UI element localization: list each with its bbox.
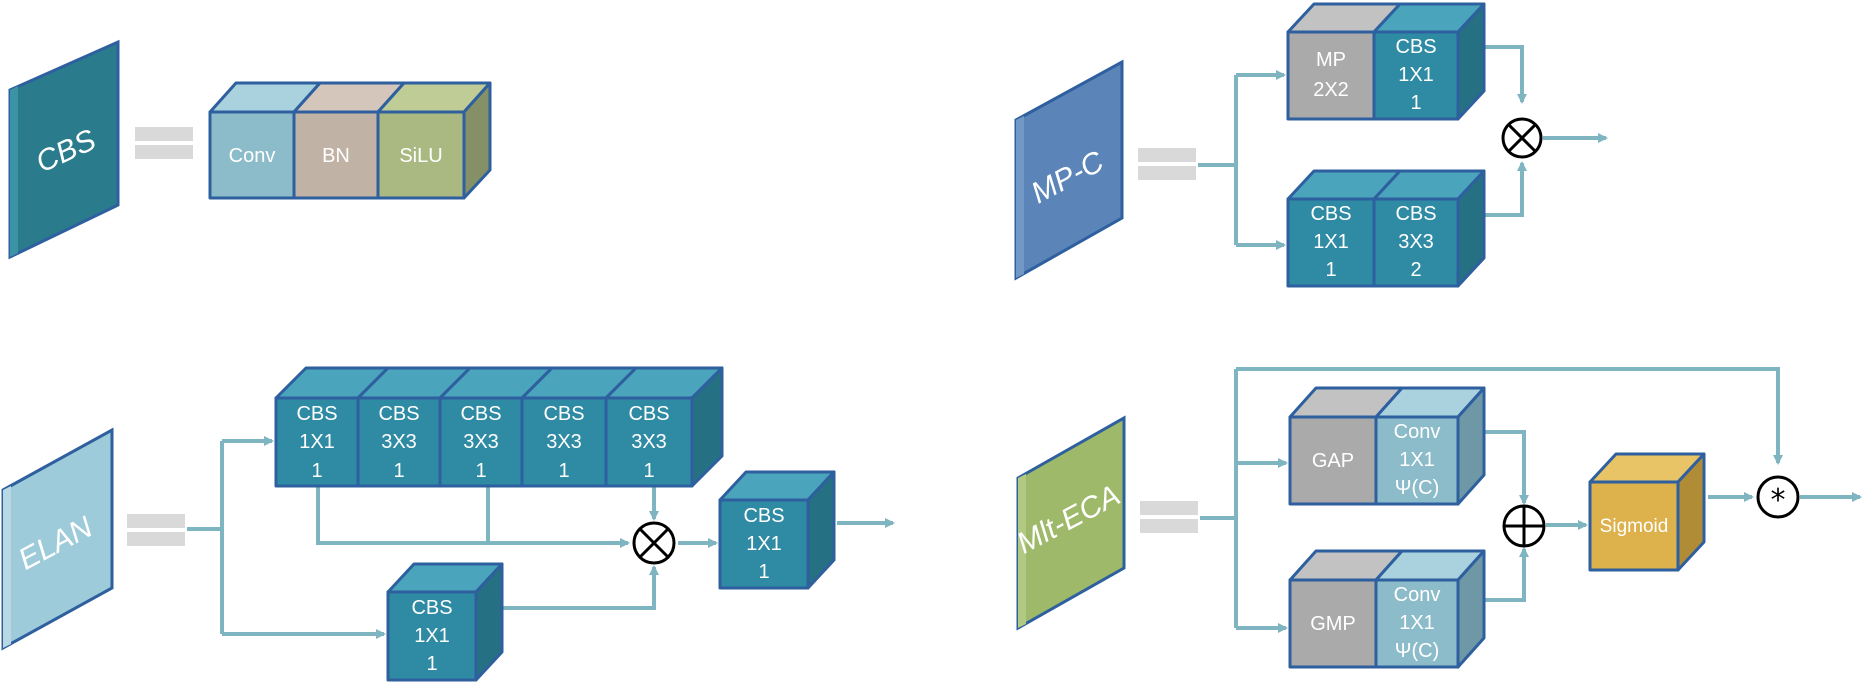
cbs-line1: CBS (1310, 203, 1351, 225)
cbs-line3: 1 (1410, 92, 1421, 114)
cbs-title-panel: CBS (8, 39, 120, 260)
cbs-block (386, 590, 478, 682)
cbs-block (274, 396, 360, 488)
cbs-module: CBS Conv BN SiLU (8, 39, 492, 260)
cbs-block (1372, 30, 1460, 121)
cbs-block (604, 396, 694, 488)
conv-block (208, 110, 296, 200)
cbs-line3: 1 (393, 460, 404, 482)
multiply-operator (1501, 117, 1543, 159)
cbs-line3: 1 (426, 653, 437, 675)
cbs-line1: CBS (296, 403, 337, 425)
conv-line3: Ψ(C) (1395, 640, 1439, 662)
cbs-line1: CBS (743, 505, 784, 527)
cbs-block (1286, 197, 1376, 288)
cbs-block (718, 498, 810, 590)
elan-output-block: CBS 1X1 1 (718, 470, 836, 590)
cbs-block (438, 396, 524, 488)
equals-sign (1140, 501, 1198, 533)
cbs-line1: CBS (1395, 36, 1436, 58)
cbs-line2: 1X1 (414, 625, 450, 647)
conv-label: Conv (229, 145, 276, 167)
cbs-line2: 1X1 (746, 533, 782, 555)
cbs-line1: CBS (460, 403, 501, 425)
cbs-line1: CBS (543, 403, 584, 425)
elan-lower-block: CBS 1X1 1 (386, 562, 504, 682)
mpc-title-panel: MP-C (1014, 59, 1124, 281)
cbs-line3: 2 (1410, 259, 1421, 281)
conv-line3: Ψ(C) (1395, 477, 1439, 499)
cbs-line3: 1 (311, 460, 322, 482)
cbs-line2: 3X3 (381, 431, 417, 453)
mp-line1: MP (1316, 49, 1346, 71)
cbs-line3: 1 (475, 460, 486, 482)
gmp-label: GMP (1310, 613, 1356, 635)
multiply-operator (632, 521, 676, 565)
mpc-module: MP-C MP 2X2 CBS 1X1 1 (1014, 2, 1608, 288)
mpc-bottom-row: CBS 1X1 1 CBS 3X3 2 (1286, 169, 1486, 288)
conv-block (1374, 578, 1460, 669)
cbs-line2: 3X3 (546, 431, 582, 453)
cbs-block (1372, 197, 1460, 288)
mpc-top-row: MP 2X2 CBS 1X1 1 (1286, 2, 1486, 121)
cbs-line2: 1X1 (299, 431, 335, 453)
equals-sign (135, 127, 193, 159)
cbs-line2: 1X1 (1313, 231, 1349, 253)
star-symbol: * (1771, 483, 1786, 518)
cbs-line2: 3X3 (1398, 231, 1434, 253)
cbs-line2: 1X1 (1398, 64, 1434, 86)
mp-block (1286, 30, 1376, 121)
gap-block (1288, 415, 1378, 506)
sigmoid-label: Sigmoid (1600, 516, 1669, 537)
elan-wires (187, 436, 895, 639)
conv-line2: 1X1 (1399, 612, 1435, 634)
conv-line1: Conv (1394, 584, 1441, 606)
cbs-line2: 3X3 (631, 431, 667, 453)
cbs-line1: CBS (411, 597, 452, 619)
eca-bottom-row: GMP Conv 1X1 Ψ(C) (1288, 549, 1486, 669)
bn-block (292, 110, 380, 200)
elan-chain: CBS 1X1 1 CBS 3X3 1 CBS 3X3 1 CBS 3X3 1 … (274, 366, 724, 488)
equals-sign (127, 514, 185, 546)
star-operator: * (1756, 475, 1800, 519)
silu-block (376, 110, 466, 200)
cbs-line2: 3X3 (463, 431, 499, 453)
eca-top-row: GAP Conv 1X1 Ψ(C) (1288, 386, 1486, 506)
cbs-line3: 1 (643, 460, 654, 482)
cbs-line1: CBS (1395, 203, 1436, 225)
cbs-block (520, 396, 608, 488)
cbs-line1: CBS (378, 403, 419, 425)
cbs-line3: 1 (758, 561, 769, 583)
conv-block (1374, 415, 1460, 506)
silu-label: SiLU (399, 145, 442, 167)
equals-sign (1138, 148, 1196, 180)
bn-label: BN (322, 145, 350, 167)
cbs-line3: 1 (1325, 259, 1336, 281)
cbs-line3: 1 (558, 460, 569, 482)
gap-label: GAP (1312, 450, 1354, 472)
eca-module: Mlt-ECA GAP Conv 1X1 Ψ(C) (1011, 367, 1862, 669)
conv-line1: Conv (1394, 421, 1441, 443)
add-operator (1502, 504, 1546, 548)
elan-module: ELAN (1, 366, 895, 682)
mp-line2: 2X2 (1313, 79, 1349, 101)
cbs-line1: CBS (628, 403, 669, 425)
eca-title-panel: Mlt-ECA (1011, 415, 1126, 631)
conv-line2: 1X1 (1399, 449, 1435, 471)
cbs-block-stack: Conv BN SiLU (208, 81, 492, 200)
sigmoid-block: Sigmoid (1588, 452, 1706, 572)
elan-title-panel: ELAN (1, 427, 114, 651)
